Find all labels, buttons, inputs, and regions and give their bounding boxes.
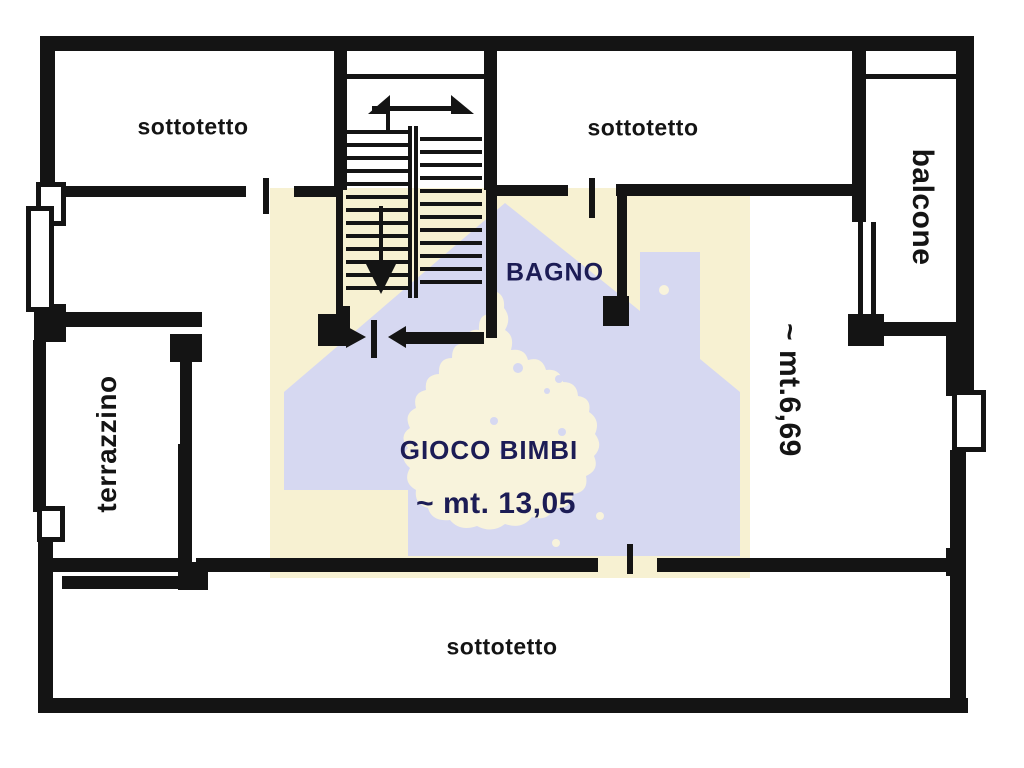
room-label-balcone: balcone xyxy=(906,148,939,266)
terrazzino-bottom-wall-b xyxy=(62,576,204,589)
window-left-lower xyxy=(37,506,65,542)
stair-up-arrowhead xyxy=(451,95,474,114)
door-mark xyxy=(263,178,269,214)
balcone-door-line xyxy=(858,222,863,316)
door-mark xyxy=(589,178,595,218)
stairwell-wall-left xyxy=(334,50,347,190)
stair-tread xyxy=(420,228,482,232)
outer-wall-bottom xyxy=(38,698,968,713)
terrazzino-right-wall-upper xyxy=(180,358,192,448)
stair-tread xyxy=(420,267,482,271)
stair-tread xyxy=(346,221,410,225)
terrazzino-step xyxy=(170,334,202,362)
balcone-inner-line xyxy=(866,74,958,79)
watermark-speckles xyxy=(552,285,669,547)
stair-tread xyxy=(346,234,410,238)
outer-wall-left-upper xyxy=(40,36,55,186)
wall-right-mid xyxy=(946,322,962,396)
stair-tread xyxy=(346,247,410,251)
stair-tread xyxy=(346,195,410,199)
stair-tread xyxy=(346,130,410,134)
stairwell-wall-left-lower xyxy=(336,190,343,316)
stairwell-wall-right xyxy=(484,50,497,190)
stair-divider xyxy=(408,126,412,298)
stair-tread xyxy=(420,215,482,219)
stair-tread xyxy=(346,169,410,173)
room-wall-top-right-a xyxy=(492,185,568,196)
room-label-terrazzino: terrazzino xyxy=(91,375,122,513)
stair-tread xyxy=(346,156,410,160)
outer-wall-left-lower xyxy=(38,540,53,712)
stair-down-arrowhead xyxy=(365,262,397,294)
outer-wall-top xyxy=(40,36,974,51)
room-label-gioco-bimbi: GIOCO BIMBI xyxy=(399,435,579,465)
room-label-sottotetto-top-left: sottotetto xyxy=(137,113,249,140)
outer-wall-right-upper xyxy=(956,36,974,396)
outer-wall-right-lower xyxy=(950,450,966,712)
stair-tread xyxy=(420,163,482,167)
stair-tread xyxy=(420,137,482,141)
stair-tread xyxy=(420,254,482,258)
wall-pillar-right xyxy=(946,548,966,576)
room-wall-top-right-b xyxy=(616,184,854,196)
stair-tread xyxy=(346,208,410,212)
stair-landing-line xyxy=(346,74,484,79)
balcone-wall-left xyxy=(852,50,866,222)
door-mark xyxy=(371,320,377,358)
terrazzino-bottom-wall-a xyxy=(50,558,180,572)
terrazzino-top-wall xyxy=(50,312,202,327)
landing-arrowhead xyxy=(388,326,406,348)
landing-wall-piece xyxy=(342,306,350,334)
bagno-wall-right xyxy=(617,196,627,300)
stair-up-arrowhead xyxy=(368,95,390,114)
balcone-pillar xyxy=(848,314,884,346)
stair-tread xyxy=(420,280,482,284)
terrazzino-right-wall-lower xyxy=(178,444,192,566)
dimension-label-width: ~ mt. 13,05 xyxy=(416,487,576,520)
landing-arrowhead xyxy=(346,326,366,348)
stair-arrow-shaft xyxy=(386,110,390,132)
door-mark xyxy=(627,544,633,574)
stair-tread xyxy=(346,143,410,147)
stair-tread xyxy=(420,202,482,206)
bagno-wall-left xyxy=(486,190,497,338)
stair-tread xyxy=(420,241,482,245)
window-right xyxy=(952,390,986,452)
stair-divider xyxy=(414,126,418,298)
dimension-label-height: ~ mt.6,69 xyxy=(773,323,806,457)
room-label-bagno: BAGNO xyxy=(505,258,605,287)
room-wall-top-left-b xyxy=(294,186,336,197)
room-label-sottotetto-bottom: sottotetto xyxy=(446,633,558,660)
room-wall-top-left-a xyxy=(62,186,246,197)
region-map-blob xyxy=(403,292,600,530)
bottom-room-wall-left xyxy=(196,558,598,572)
window-left-strip xyxy=(26,206,54,312)
terrazzino-left-wall xyxy=(33,340,46,512)
bagno-pillar xyxy=(603,296,629,326)
map-lake-dots xyxy=(490,363,566,455)
balcone-door-line xyxy=(871,222,876,316)
stair-arrow-line xyxy=(372,106,464,111)
landing-wall xyxy=(404,332,484,344)
stair-tread xyxy=(420,150,482,154)
stair-tread xyxy=(420,176,482,180)
room-label-sottotetto-top-right: sottotetto xyxy=(587,114,699,141)
stair-tread xyxy=(420,189,482,193)
stair-pillar xyxy=(318,314,346,346)
bottom-room-wall-right xyxy=(657,558,953,572)
stair-tread xyxy=(346,182,410,186)
wall-below-balcone xyxy=(884,322,948,336)
